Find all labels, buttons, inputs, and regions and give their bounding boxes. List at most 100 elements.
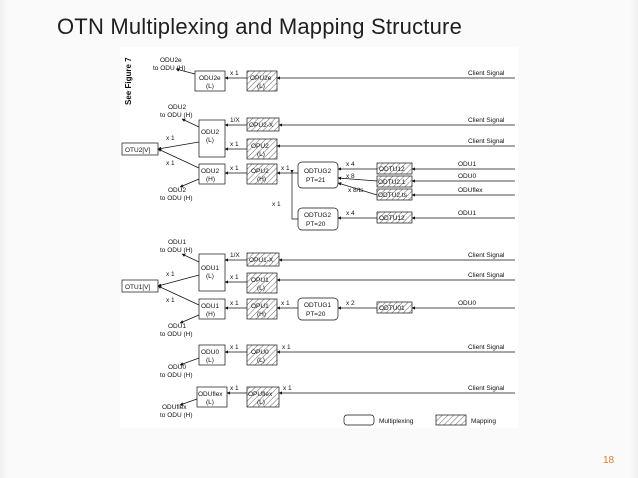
x1-label: x 1 (230, 344, 239, 351)
opuflex-l-text-2: (L) (257, 399, 265, 406)
otu2v-text: OTU2[V] (125, 147, 150, 154)
line-odtu21 (337, 176, 378, 182)
odu1-b-label: ODU1 (458, 210, 476, 217)
page-number: 18 (603, 455, 615, 466)
opu1-h-text-2: (H) (257, 311, 266, 318)
oduflex-l-text-1: ODUflex (198, 391, 223, 398)
x1-label: x 1 (230, 300, 239, 307)
opu0-l-text-2: (L) (257, 357, 265, 364)
arrow-odu2-out (181, 118, 200, 128)
opu2-l-box (246, 138, 278, 160)
odu1-to-odu-label-1: ODU1 (168, 239, 186, 246)
odu0-l-text-2: (L) (206, 357, 214, 364)
oduflex-l-box (196, 386, 228, 408)
opu0-l-box (246, 344, 278, 366)
arrow-odu2e-out (175, 68, 196, 75)
x1-label: x 1 (230, 385, 239, 392)
otn-diagram: See Figure 7 ODU2e to ODU (H) ODU2e (L) … (120, 47, 518, 428)
odtu12-a-text: ODTU12 (379, 166, 405, 173)
odu2e-l-text-2: (L) (206, 83, 214, 90)
legend-map-swatch (435, 414, 467, 426)
odu2e-l-box (194, 70, 226, 92)
odu0-a-label: ODU0 (458, 173, 476, 180)
opuflex-l-box (246, 386, 280, 408)
x1-label: x 1 (230, 274, 239, 281)
x1-label: x 1 (230, 141, 239, 148)
opu2e-l-box (246, 70, 278, 92)
client-signal-label: Client Signal (468, 252, 505, 259)
odu2-to-odu-label-1: ODU2 (168, 104, 186, 111)
opu1-l-text-2: (L) (257, 285, 265, 292)
x1-label: x 1 (166, 160, 175, 167)
arrow-odu1h-out (179, 314, 200, 324)
x1-label: x 1 (166, 271, 175, 278)
x1-label: x 1 (272, 201, 281, 208)
opu1x-text: OPU1-X (249, 257, 274, 264)
client-signal-label: Client Signal (468, 344, 505, 351)
x8-label: x 8 (346, 173, 355, 180)
odu2-h-text-1: ODU2 (201, 168, 219, 175)
line-otu2v-odu2l (157, 141, 200, 151)
client-signal-label: Client Signal (468, 272, 505, 279)
odu1-l-box (198, 253, 226, 292)
line-otu1v-odu1h (157, 285, 200, 306)
arrow-oduflex-out (179, 398, 198, 406)
legend-mux-swatch (343, 414, 375, 426)
opu1-h-text-1: OPU1 (251, 303, 269, 310)
odtug2-pt21-box (297, 161, 339, 189)
odu0-bottom-label-2: to ODU (H) (160, 372, 193, 379)
x8ts-label: x 8/ts (348, 187, 364, 194)
odu1-a-label: ODU1 (458, 161, 476, 168)
odu2e-to-odu-label-1: ODU2e (160, 57, 182, 64)
odu1-bottom-label-1: ODU1 (168, 323, 186, 330)
client-signal-label: Client Signal (468, 117, 505, 124)
line-otu1v-odu1l (157, 274, 200, 287)
opuflex-l-text-1: OPUflex (248, 391, 273, 398)
odu2-l-text-2: (L) (206, 137, 214, 144)
one-over-x-label: 1/X (230, 252, 240, 259)
x4-label: x 4 (346, 161, 355, 168)
odu2-bottom-label-1: ODU2 (168, 187, 186, 194)
odu1-bottom-label-2: to ODU (H) (160, 331, 193, 338)
odu1-h-text-1: ODU1 (201, 303, 219, 310)
odu1-l-text-1: ODU1 (201, 265, 219, 272)
odu2e-to-odu-label-2: to ODU (H) (153, 65, 186, 72)
x1-label: x 1 (230, 70, 239, 77)
x2-label: x 2 (346, 300, 355, 307)
opu2-l-text-2: (L) (257, 151, 265, 158)
legend-mux-label: Multiplexing (379, 418, 414, 425)
x1-label: x 1 (281, 165, 290, 172)
line-odtug2-branch (290, 169, 298, 220)
arrow-odu0-out (179, 357, 200, 366)
odu0-l-text-1: ODU0 (201, 349, 219, 356)
opu2e-l-text-1: OPU2e (250, 75, 272, 82)
client-signal-label: Client Signal (468, 138, 505, 145)
odtug2-pt20-text-2: PT=20 (306, 221, 326, 228)
oduflex-l-text-2: (L) (206, 399, 214, 406)
odu2-h-text-2: (H) (206, 176, 215, 183)
arrow-odu1-out (181, 253, 200, 263)
oduflex-bottom-label-2: to ODU (H) (160, 412, 193, 419)
odtug1-text-1: ODTUG1 (304, 302, 331, 309)
odtug2-pt20-text-1: ODTUG2 (304, 212, 331, 219)
line-otu2v-odu2h (157, 148, 200, 169)
see-figure-label: See Figure 7 (124, 57, 133, 105)
odu0-b-label: ODU0 (458, 300, 476, 307)
odu2e-l-text-1: ODU2e (199, 75, 221, 82)
otu1v-text: OTU1[V] (125, 284, 150, 291)
odtu2ts-text: ODTU2.ts (378, 192, 408, 199)
opu2-h-text-1: OPU2 (251, 168, 269, 175)
x1-label: x 1 (166, 297, 175, 304)
one-over-x-label: 1/X (230, 117, 240, 124)
slide-title: OTN Multiplexing and Mapping Structure (57, 14, 463, 39)
client-signal-label: Client Signal (468, 70, 505, 77)
x1-label: x 1 (281, 300, 290, 307)
x4-label: x 4 (346, 210, 355, 217)
odtug1-text-2: PT=20 (306, 311, 326, 318)
x1-label: x 1 (282, 344, 291, 351)
odtu21-text: ODTU2.1 (378, 179, 406, 186)
x1-label: x 1 (230, 165, 239, 172)
opu2-h-text-2: (H) (257, 176, 266, 183)
odtu12-b-text: ODTU12 (379, 215, 405, 222)
opu2-l-text-1: OPU2 (251, 143, 269, 150)
